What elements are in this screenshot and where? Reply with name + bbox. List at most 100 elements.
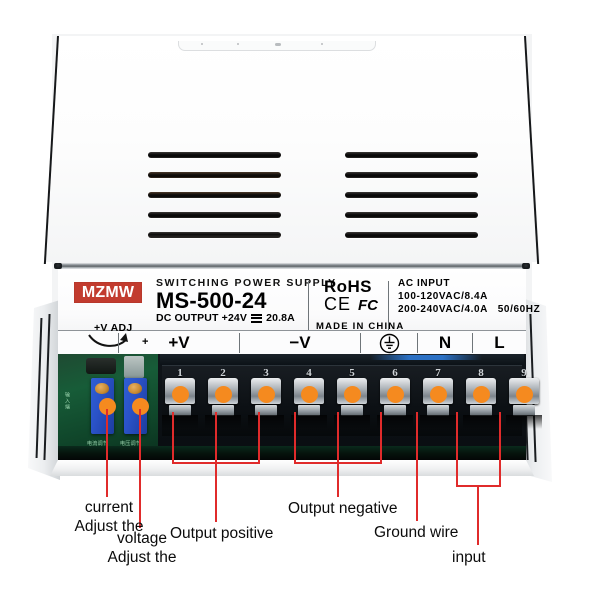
chassis-seam-rail xyxy=(54,263,530,269)
terminal-shadow xyxy=(162,415,198,429)
ventilation-slots-right xyxy=(345,152,478,252)
vent-slot xyxy=(345,232,478,238)
made-in-text: MADE IN CHINA xyxy=(316,321,405,332)
screw-marker-6 xyxy=(386,386,404,403)
terminal-shadow xyxy=(248,415,284,429)
vent-slot xyxy=(148,212,281,218)
terminal-foot xyxy=(212,405,234,416)
potentiometer-screw[interactable] xyxy=(128,383,142,394)
terminal-block-top xyxy=(160,354,524,365)
ac-input-frequency: 50/60HZ xyxy=(497,304,541,315)
legend-positive: +V xyxy=(168,333,190,352)
lip-detail xyxy=(321,43,323,45)
terminal-number: 8 xyxy=(478,367,484,379)
chassis-left-side-panel xyxy=(28,300,60,480)
ac-input-range-high-value: 200-240VAC/4.0A xyxy=(398,304,488,315)
ce-mark-icon: CE xyxy=(324,294,352,314)
dc-current-icon xyxy=(251,313,263,323)
pcb-component xyxy=(86,358,116,374)
legend-divider xyxy=(472,333,473,353)
terminal-shadow xyxy=(377,415,413,429)
screw-marker-4 xyxy=(300,386,318,403)
terminal-number: 2 xyxy=(220,367,226,379)
screw-marker-2 xyxy=(214,386,232,403)
terminal-foot xyxy=(298,405,320,416)
vent-slot xyxy=(345,212,478,218)
ac-input-title: AC INPUT xyxy=(398,278,451,289)
screw-marker-5 xyxy=(343,386,361,403)
vent-slot xyxy=(345,152,478,158)
terminal-number: 6 xyxy=(392,367,398,379)
terminal-9[interactable]: 9 xyxy=(504,365,544,435)
ventilation-slots-left xyxy=(148,152,281,252)
screw-marker-voltage-adjust xyxy=(131,397,149,415)
ac-input-spec: AC INPUT 100-120VAC/8.4A 200-240VAC/4.0A… xyxy=(398,277,540,316)
terminal-shadow xyxy=(291,415,327,429)
terminal-foot xyxy=(169,405,191,416)
terminal-number: 9 xyxy=(521,367,527,379)
terminal-foot xyxy=(384,405,406,416)
dc-output-voltage: DC OUTPUT +24V xyxy=(156,312,248,324)
screw-marker-9 xyxy=(515,386,533,403)
adj-polarity: + xyxy=(142,336,149,348)
legend-negative: −V xyxy=(289,333,311,352)
certification-marks: CE FC xyxy=(324,295,378,313)
potentiometer-screw[interactable] xyxy=(95,383,109,394)
legend-neutral: N xyxy=(438,333,452,352)
pcb-connector xyxy=(124,356,144,378)
fcc-mark-icon: FC xyxy=(358,297,379,314)
terminal-number: 4 xyxy=(306,367,312,379)
legend-divider xyxy=(417,333,418,353)
legend-line: L xyxy=(494,333,505,352)
terminal-number: 5 xyxy=(349,367,355,379)
terminal-number: 7 xyxy=(435,367,441,379)
vent-slot xyxy=(148,192,281,198)
lip-detail xyxy=(201,43,203,45)
legend-ground xyxy=(361,331,417,355)
vent-slot xyxy=(148,172,281,178)
terminal-legend-strip: +V ADJ + +V −V N L xyxy=(58,322,526,355)
terminal-foot xyxy=(341,405,363,416)
vent-slot xyxy=(148,152,281,158)
screw-marker-current-adjust xyxy=(98,397,116,415)
voltage-adjust-marking: +V ADJ + xyxy=(80,322,172,355)
legend-divider xyxy=(118,333,119,353)
terminal-shadow xyxy=(205,415,241,429)
legend-divider xyxy=(239,333,240,353)
earth-ground-icon xyxy=(379,333,399,353)
vent-slot xyxy=(345,192,478,198)
pcb-silkscreen-vertical: 输入端 xyxy=(64,392,70,410)
terminal-foot xyxy=(255,405,277,416)
legend-divider xyxy=(360,333,361,353)
screw-marker-7 xyxy=(429,386,447,403)
dc-output-spec: DC OUTPUT +24V 20.8A xyxy=(156,312,295,324)
vent-slot xyxy=(148,232,281,238)
chassis-top-cover xyxy=(44,36,540,262)
terminal-4[interactable]: 4 xyxy=(289,365,329,435)
lip-detail xyxy=(275,43,281,46)
ac-input-range-low: 100-120VAC/8.4A xyxy=(398,291,488,302)
terminal-block-highlight xyxy=(370,355,482,360)
screw-marker-1 xyxy=(171,386,189,403)
screw-marker-8 xyxy=(472,386,490,403)
terminal-shadow xyxy=(334,415,370,429)
cavity-bottom-ledge xyxy=(58,446,526,460)
label-divider xyxy=(388,281,389,333)
ac-input-range-high: 200-240VAC/4.0A 50/60HZ xyxy=(398,303,540,316)
label-subtitle: SWITCHING POWER SUPPLY xyxy=(156,277,337,289)
pcb-silkscreen-current: 电流调节 xyxy=(87,441,109,447)
label-divider xyxy=(308,281,309,333)
model-number: MS-500-24 xyxy=(156,288,267,313)
chassis-base-plate xyxy=(50,460,534,476)
dc-output-current: 20.8A xyxy=(266,312,295,324)
terminal-number: 1 xyxy=(177,367,183,379)
pcb-silkscreen-voltage: 电压调节 xyxy=(120,441,142,447)
terminal-foot xyxy=(513,405,535,416)
adjust-arrow-icon xyxy=(88,333,128,347)
lip-detail xyxy=(237,43,239,45)
terminal-shadow xyxy=(420,415,456,429)
